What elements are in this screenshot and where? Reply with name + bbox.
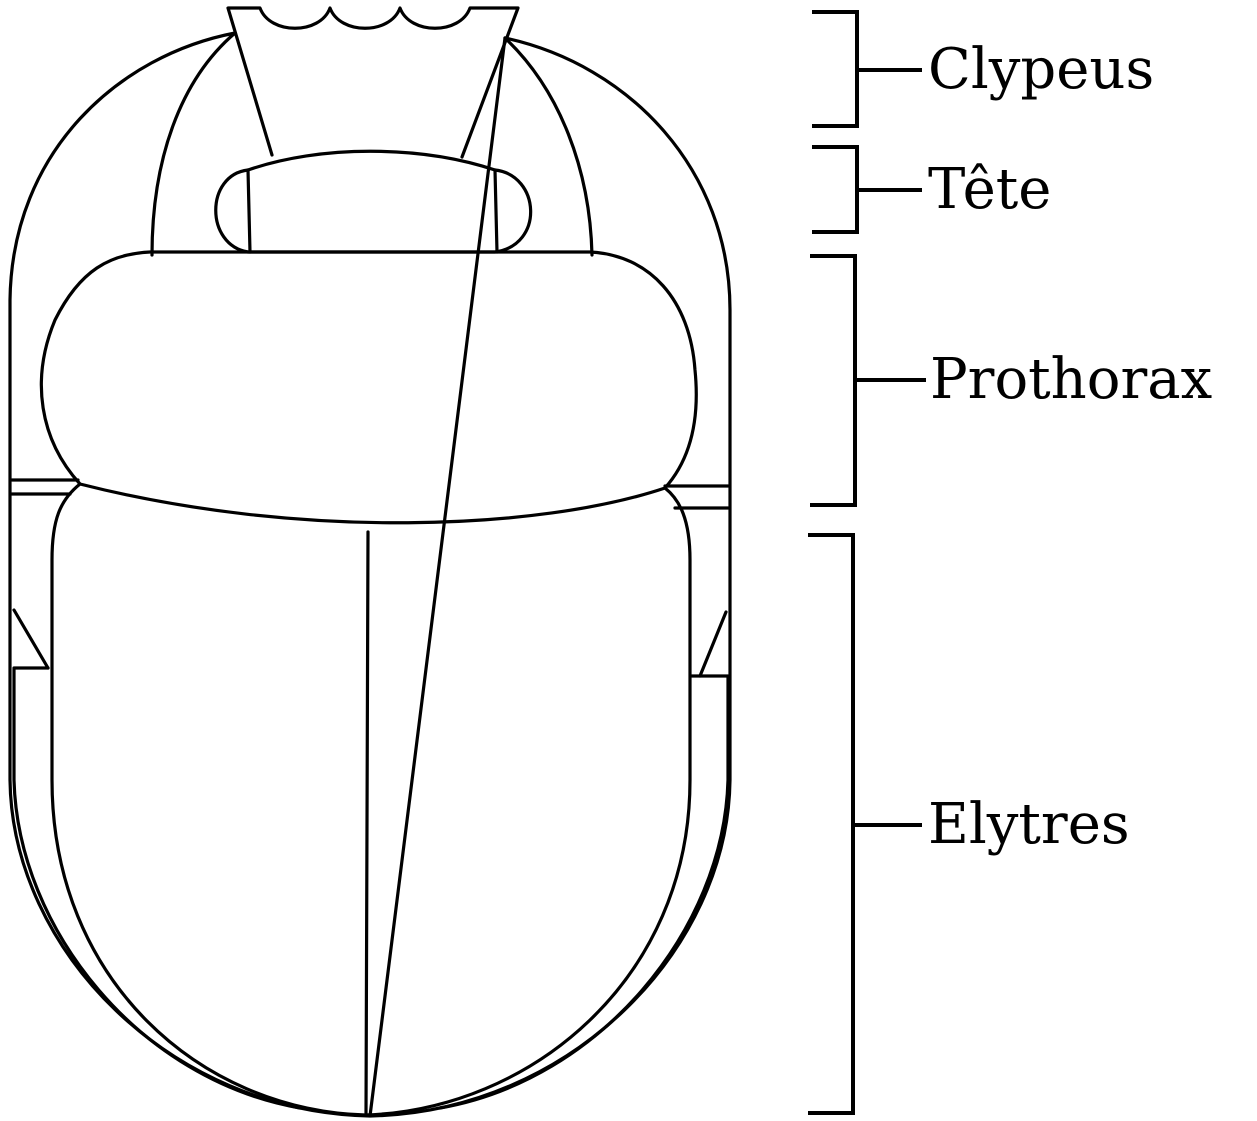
label-tete: Tête	[928, 162, 1051, 218]
label-prothorax: Prothorax	[930, 352, 1212, 408]
elytra-wedge-left	[14, 610, 48, 668]
bracket-clypeus	[812, 12, 857, 126]
head-divider-right	[495, 170, 497, 252]
bracket-prothorax	[810, 256, 855, 505]
label-elytres: Elytres	[928, 797, 1130, 853]
head-side-right	[505, 38, 592, 255]
elytra-shape	[52, 484, 690, 1115]
bracket-elytres	[808, 535, 853, 1113]
elytra-suture	[366, 532, 368, 1115]
elytra-wedge-right	[700, 612, 726, 676]
label-clypeus: Clypeus	[928, 42, 1154, 98]
bracket-tete	[812, 147, 857, 232]
prothorax-shape	[41, 252, 696, 523]
body-outline	[10, 33, 730, 1116]
head-divider-left	[248, 170, 250, 252]
clypeus-shape	[228, 8, 518, 157]
head-side-left	[152, 33, 235, 255]
elytra-margin-left	[14, 668, 300, 1108]
elytra-margin-right	[440, 676, 728, 1108]
